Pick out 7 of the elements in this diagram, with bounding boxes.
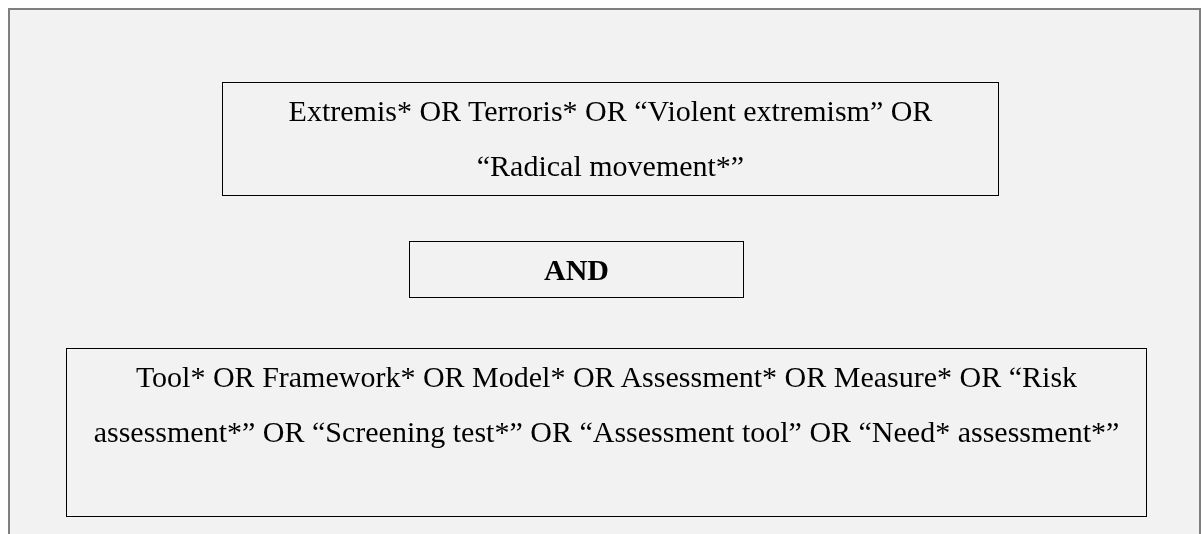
- search-term-text: AND: [543, 252, 610, 288]
- search-term-text: Tool* OR Framework* OR Model* OR Assessment* OR Measure* OR “Risk assessment*” OR “Screening test*” OR “Assessment tool” OR “Need* assessment*”: [92, 359, 1121, 450]
- operator-box: [409, 241, 744, 298]
- search-term-box: [66, 348, 1147, 517]
- panel-background: [8, 8, 1201, 534]
- search-term-text: Extremis* OR Terroris* OR “Violent extremism” OR “Radical movement*”: [287, 93, 934, 184]
- search-term-box: [222, 82, 999, 196]
